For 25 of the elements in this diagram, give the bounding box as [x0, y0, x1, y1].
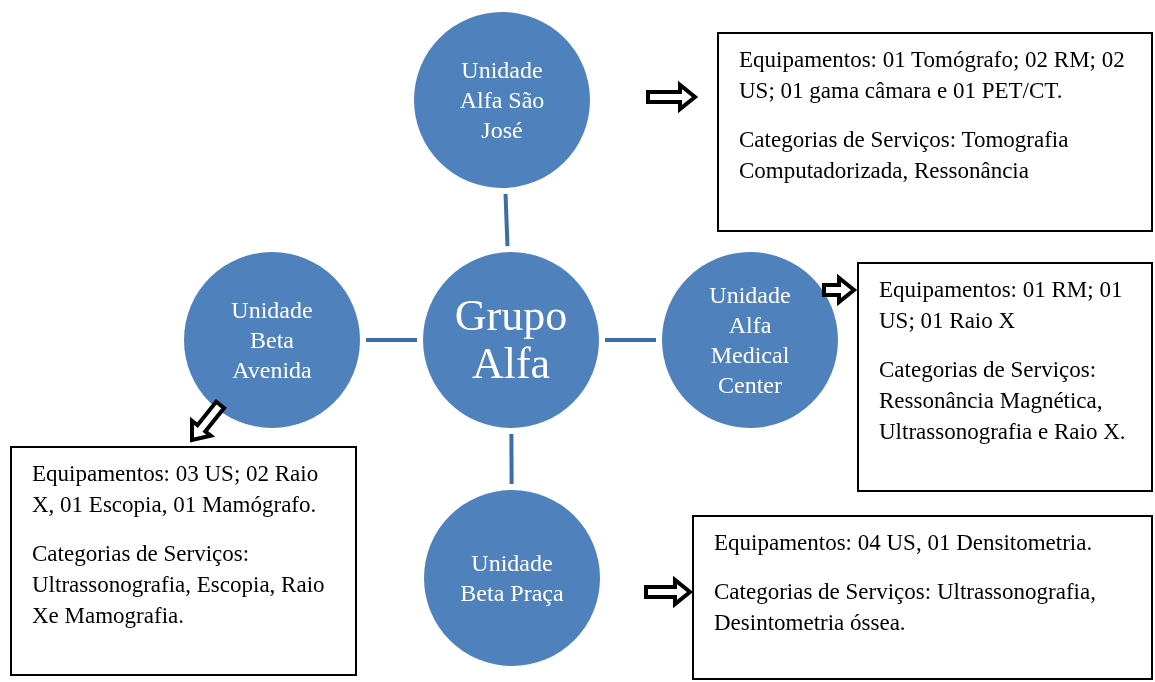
connector-line	[509, 434, 514, 484]
info-text: Equipamentos: 04 US, 01 Densitometria.	[714, 529, 1094, 557]
circle-label: Unidade Beta Praça	[459, 549, 565, 608]
info-text: Categorias de Serviços: Ultrassonografia, Escopia, Raio Xe Mamografia.	[32, 540, 326, 630]
circle-label: Grupo Alfa	[453, 292, 569, 388]
connector-line	[605, 338, 656, 342]
info-text: Categorias de Serviços: Ressonância Magnética, Ultrassonografia e Raio X.	[879, 356, 1127, 446]
info-box	[857, 262, 1153, 492]
connector-line	[366, 338, 417, 342]
block-arrow	[190, 398, 227, 443]
info-text: Categorias de Serviços: Tomografia Computadorizada, Ressonância	[739, 126, 1070, 185]
circle-label: Unidade Alfa São José	[458, 56, 546, 145]
block-arrow	[644, 575, 694, 609]
info-box	[692, 515, 1153, 680]
circle-label: Unidade Beta Avenida	[230, 296, 314, 385]
circle-label: Unidade Alfa Medical Center	[708, 281, 792, 400]
info-box	[10, 446, 357, 676]
info-box	[717, 32, 1153, 232]
info-text: Equipamentos: 01 RM; 01 US; 01 Raio X	[879, 276, 1124, 335]
info-text: Categorias de Serviços: Ultrassonografia, Desintometria óssea.	[714, 578, 1097, 637]
connector-line	[503, 193, 510, 247]
block-arrow	[646, 80, 699, 114]
info-text: Equipamentos: 01 Tomógrafo; 02 RM; 02 US; 01 gama câmara e 01 PET/CT.	[739, 46, 1126, 105]
info-text: Equipamentos: 03 US; 02 Raio X, 01 Escopia, 01 Mamógrafo.	[32, 460, 320, 519]
block-arrow	[822, 273, 858, 307]
